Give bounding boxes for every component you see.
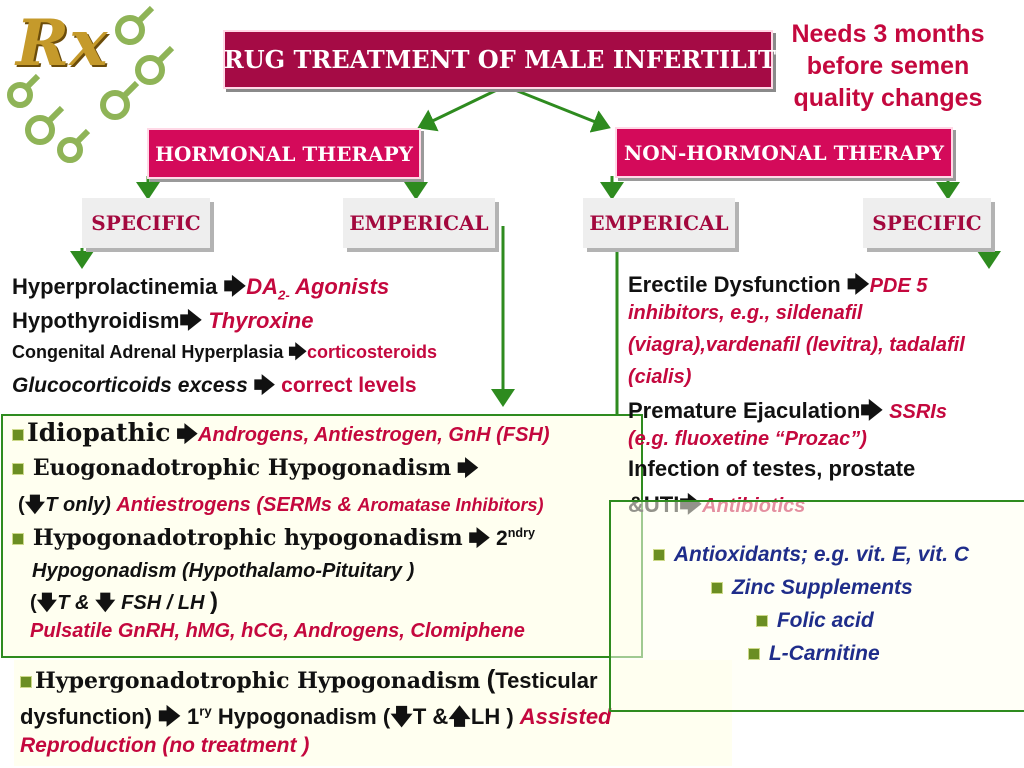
bullet-icon [653,549,665,562]
arrow-title-to-nonhormonal [504,84,611,133]
down-arrow-icon: 🡇 [24,494,46,516]
list-item: Idiopathic 🡆Androgens, Antiestrogen, GnH… [12,418,550,455]
list-item: Folic acid [756,609,874,633]
list-item: Zinc Supplements [711,576,913,600]
non-hormonal-emperical-label: EMPERICAL [583,198,735,248]
list-item: Antioxidants; e.g. vit. E, vit. C [653,543,969,567]
bullet-icon [20,676,32,689]
list-item: Pulsatile GnRH, hMG, hCG, Androgens, Clo… [30,620,525,642]
list-item: (🡇T & 🡇 FSH / LH ) [30,588,219,615]
right-arrow-icon: 🡆 [179,308,203,333]
list-item: (e.g. fluoxetine “Prozac”) [628,428,867,450]
list-item: Hypogonadotrophic hypogonadism 🡆 2ndry [12,524,535,559]
list-item: Euogonadotrophic Hypogonadism 🡆 [12,454,479,489]
list-item: Hypogonadism (Hypothalamo-Pituitary ) [32,560,415,582]
bullet-icon [711,582,723,595]
hormonal-emperical-label: EMPERICAL [343,198,495,248]
non-hormonal-emperical-box [609,500,1024,712]
list-item: dysfunction) 🡆 1ry Hypogonadism (🡇T &🡅LH… [20,703,612,729]
bullet-icon [748,648,760,661]
right-arrow-icon: 🡆 [253,374,276,397]
bullet-icon [12,429,24,442]
bullet-icon [12,463,24,476]
right-arrow-icon: 🡆 [457,457,479,480]
hormonal-therapy-header: HORMONAL THERAPY [147,128,421,179]
right-arrow-icon: 🡆 [176,423,199,446]
list-item: (viagra),vardenafil (levitra), tadalafil [628,334,965,356]
rx-logo: Rx [0,0,180,170]
down-arrow-icon: 🡇 [95,592,116,614]
list-item: (cialis) [628,366,692,388]
right-arrow-icon: 🡆 [158,704,181,729]
bullet-icon [756,615,768,628]
hormonal-emperical-box [1,414,643,658]
list-item: Congenital Adrenal Hyperplasia 🡆corticos… [12,342,438,362]
list-item: Premature Ejaculation🡆 SSRIs [628,398,947,423]
right-arrow-icon: 🡆 [468,527,491,550]
list-item: Hyperprolactinemia 🡆DA2- Agonists [12,274,390,303]
down-arrow-icon: 🡇 [390,704,413,729]
list-item: (🡇T only) Antiestrogens (SERMs & Aromata… [18,494,544,516]
rx-symbol: Rx [16,6,108,81]
right-arrow-icon: 🡆 [223,274,247,299]
right-arrow-icon: 🡆 [860,398,884,423]
list-item: inhibitors, e.g., sildenafil [628,302,863,324]
list-item: L-Carnitine [748,642,880,666]
hormonal-specific-label: SPECIFIC [82,198,210,248]
right-arrow-icon: 🡆 [846,272,870,297]
list-item: Infection of testes, prostate [628,456,916,481]
list-item: Erectile Dysfunction 🡆PDE 5 [628,272,928,297]
arrow-title-to-hormonal [417,84,506,132]
down-arrow-icon: 🡇 [36,592,58,614]
list-item: Reproduction (no treatment ) [20,734,310,757]
non-hormonal-therapy-header: NON-HORMONAL THERAPY [615,127,953,178]
up-arrow-icon: 🡅 [448,704,471,729]
list-item: Hypothyroidism🡆 Thyroxine [12,308,314,333]
right-arrow-icon: 🡆 [288,342,308,362]
list-item: Glucocorticoids excess 🡆 correct levels [12,374,417,397]
bullet-icon [12,533,24,546]
non-hormonal-specific-label: SPECIFIC [863,198,991,248]
page-title: DRUG TREATMENT OF MALE INFERTILITY [203,30,793,89]
list-item: Hypergonadotrophic Hypogonadism (Testicu… [20,664,598,695]
